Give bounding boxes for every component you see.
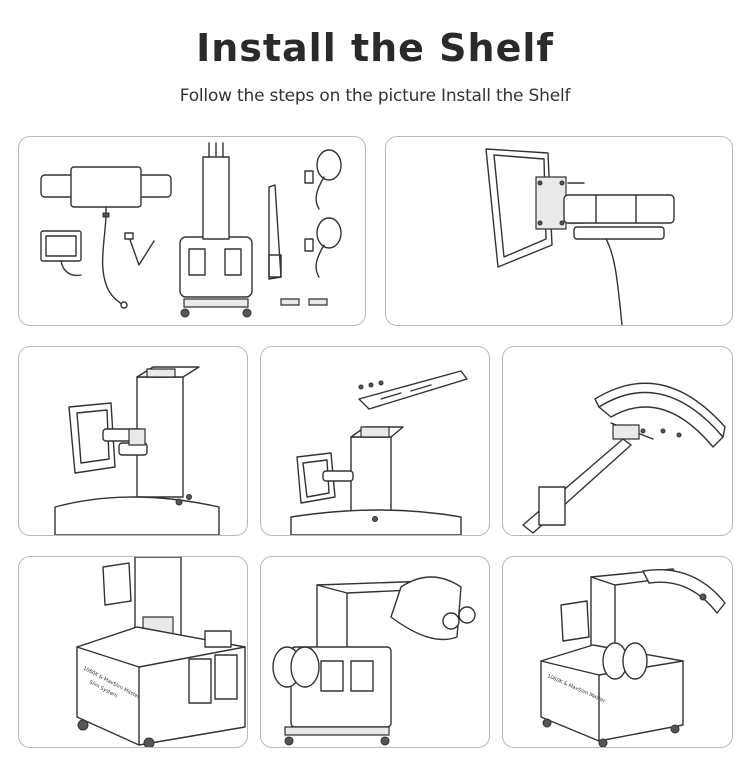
side-view-assembled-illustration — [261, 557, 489, 747]
panel-final-assembled: 1060K & MaxSlim Master — [502, 556, 733, 748]
attach-monitor-to-column-illustration — [19, 347, 247, 535]
panel-side-view-assembled — [260, 556, 490, 748]
attach-handpiece-holder-illustration: 1060K & MaxSlim Master Slim System — [19, 557, 247, 747]
panel-attach-arm-to-column — [260, 346, 490, 536]
page-title: Install the Shelf — [196, 26, 554, 70]
final-assembled-illustration: 1060K & MaxSlim Master — [503, 557, 732, 747]
parts-overview-illustration — [19, 137, 365, 325]
panel-attach-lamp-head — [502, 346, 733, 536]
page-subtitle: Follow the steps on the picture Install … — [179, 86, 571, 106]
attach-arm-to-column-illustration — [261, 347, 489, 535]
attach-lamp-head-illustration — [503, 347, 732, 535]
panel-monitor-arm-mount — [385, 136, 733, 326]
panel-attach-monitor-to-column — [18, 346, 248, 536]
panel-attach-handpiece-holder: 1060K & MaxSlim Master Slim System — [18, 556, 248, 748]
panel-parts-overview — [18, 136, 366, 326]
monitor-arm-mount-illustration — [386, 137, 732, 325]
